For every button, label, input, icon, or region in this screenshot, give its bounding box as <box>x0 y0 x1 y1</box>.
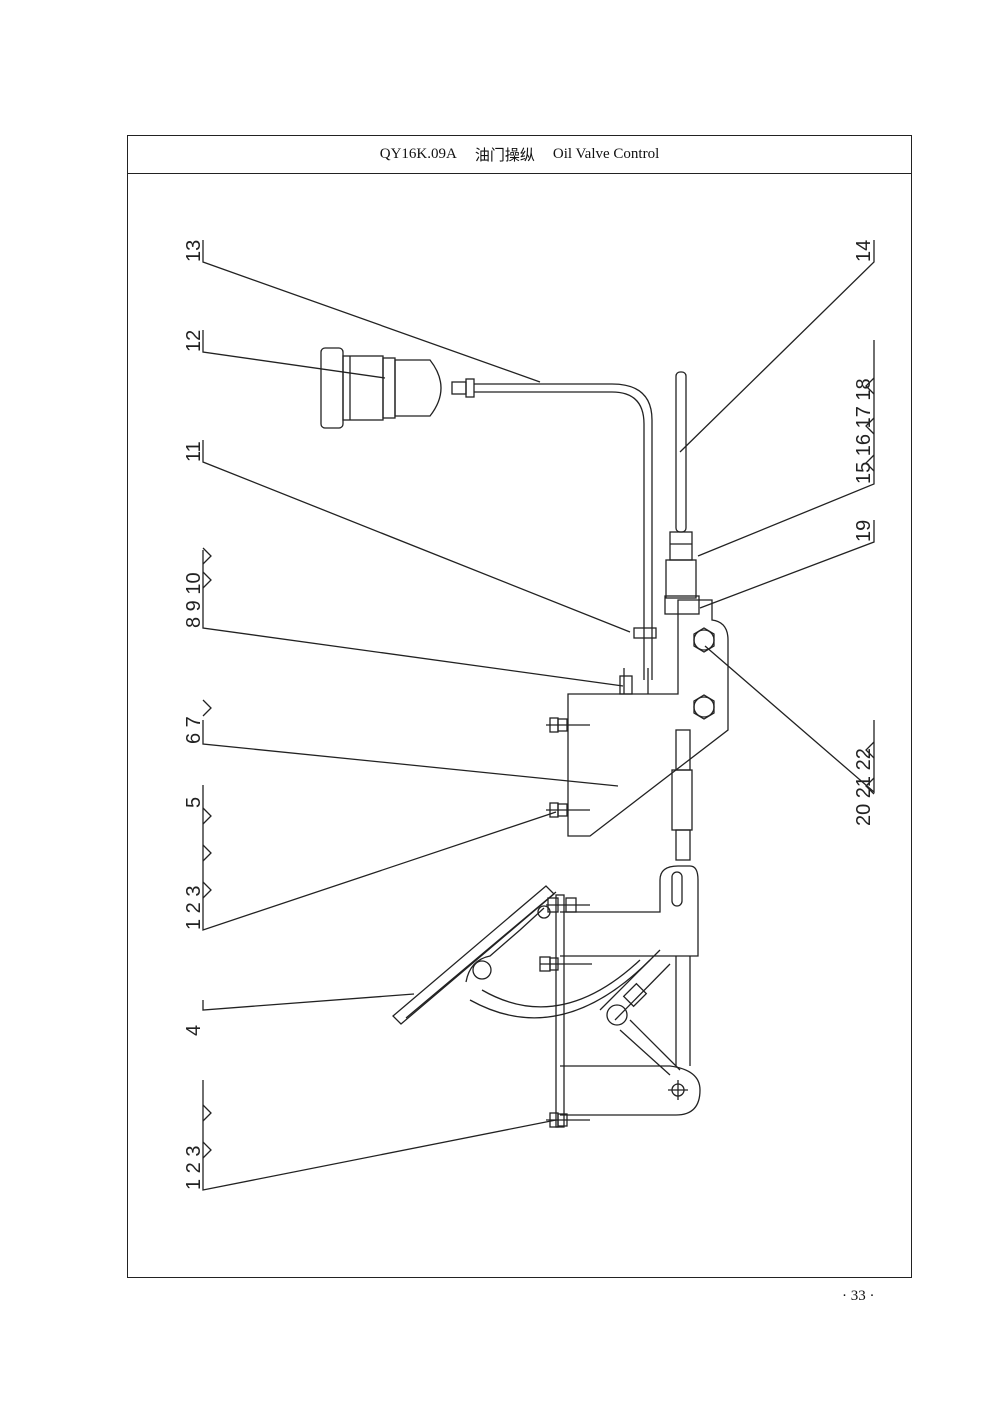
callout-12: 12 <box>183 330 205 352</box>
callout-labels: 13 12 11 8 9 10 6 7 5 1 2 3 4 1 2 3 14 1… <box>183 240 875 1190</box>
callout-20-21-22: 20 21 22 <box>853 748 875 826</box>
leader-lines-right <box>679 240 875 795</box>
callout-19: 19 <box>853 520 875 542</box>
drawing-title-cn: 油门操纵 <box>474 148 535 164</box>
drawing-frame: QY16K.09A 油门操纵 Oil Valve Control <box>127 135 912 1278</box>
callout-11: 11 <box>183 441 205 462</box>
callout-8-9-10: 8 9 10 <box>183 572 205 628</box>
bracket-part-6 <box>546 595 729 837</box>
base-plate <box>539 894 592 1128</box>
tube-part-13 <box>474 383 657 680</box>
callout-1-2-3-top: 1 2 3 <box>183 886 205 930</box>
callout-14: 14 <box>853 240 875 262</box>
page-number: · 33 · <box>842 1288 875 1304</box>
drawing-code: QY16K.09A <box>379 146 457 162</box>
rod-part-14 <box>665 371 697 861</box>
oil-cup-part-12 <box>320 347 475 429</box>
callout-6-7: 6 7 <box>183 716 205 744</box>
leader-lines-left <box>202 240 631 1191</box>
title-bar: QY16K.09A 油门操纵 Oil Valve Control <box>128 136 911 174</box>
linkage-arm <box>560 865 701 1116</box>
callout-4: 4 <box>183 1025 205 1036</box>
callout-15-16-17-18: 15 16 17 18 <box>853 378 875 484</box>
foot-pedal-part-4 <box>392 885 651 1025</box>
drawing-title-en: Oil Valve Control <box>552 146 660 162</box>
callout-13: 13 <box>183 240 205 262</box>
callout-5: 5 <box>183 797 205 808</box>
callout-1-2-3-bottom: 1 2 3 <box>183 1146 205 1190</box>
